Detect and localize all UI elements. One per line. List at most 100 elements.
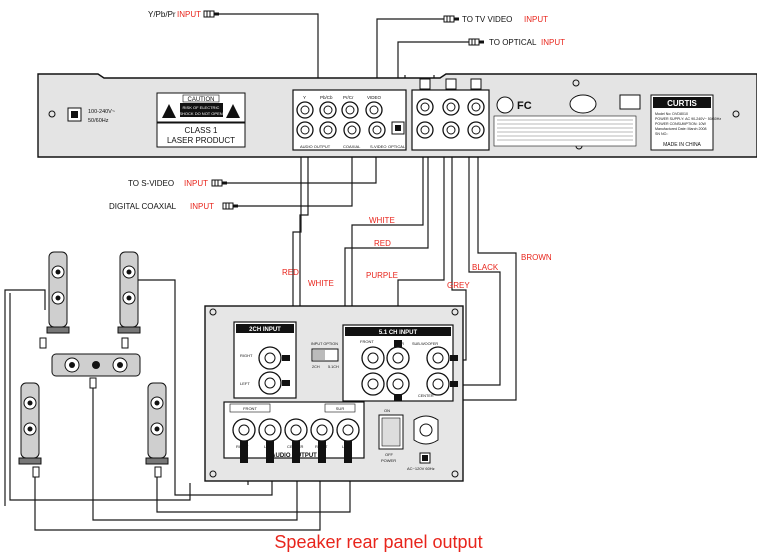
- speaker-wire-sl: [34, 470, 321, 531]
- five-one-center-jack: [426, 372, 450, 396]
- five-one-front-label: FRONT: [360, 339, 374, 344]
- input-option-label: INPUT OPTION: [311, 342, 338, 346]
- two-ch-right-jack: [258, 346, 282, 370]
- class-line-1: CLASS 1: [185, 126, 218, 135]
- off-label: OFF: [385, 452, 394, 457]
- on-label: ON: [384, 408, 390, 413]
- ypbpr-plug-icon: [203, 10, 220, 18]
- warning-triangle-icon: [162, 104, 176, 118]
- two-ch-left-jack: [258, 371, 282, 395]
- out-front-left-jack: [258, 418, 282, 442]
- svideo-input-label: TO S-VIDEO INPUT: [128, 179, 228, 188]
- wire-label-white-top: WHITE: [369, 216, 395, 225]
- wire-label-white-left: WHITE: [308, 279, 334, 288]
- screw-icon: [451, 470, 459, 478]
- screw-icon: [572, 79, 580, 87]
- fcc-logo-icon: FC: [517, 100, 532, 112]
- optical-label-input: INPUT: [541, 38, 565, 47]
- svideo-label: S-VIDEO: [370, 144, 386, 149]
- audio-out-right-jack: [296, 121, 314, 139]
- model-line-2: POWER SUPPLY: AC 90-240V~ 50/60Hz: [655, 117, 721, 121]
- two-ch-left-label: LEFT: [240, 381, 250, 386]
- front-left-speaker: [46, 251, 70, 334]
- speaker-wire-sr: [156, 470, 351, 513]
- diagram-caption: Speaker rear panel output: [274, 532, 483, 552]
- model-line-1: Model No: DVD8010: [655, 112, 688, 116]
- component-y-jack: [296, 101, 314, 119]
- audio-out-left-jack: [319, 121, 337, 139]
- wire-labels: RED WHITE WHITE RED PURPLE BLACK GREY BR…: [282, 216, 552, 290]
- white-51-cable: [351, 150, 424, 320]
- power-label: POWER: [381, 458, 396, 463]
- optical-label-prefix: TO OPTICAL: [489, 38, 537, 47]
- coax-input-label: DIGITAL COAXIAL INPUT: [109, 202, 239, 211]
- five-one-front-left-jack: [361, 372, 385, 396]
- made-in-label: MADE IN CHINA: [663, 142, 701, 148]
- laser-class-label: [156, 122, 246, 148]
- speaker-wire-fl2: [4, 289, 46, 506]
- speaker-rear-panel: 2CH INPUT RIGHT LEFT INPUT OPTION 2CH 5.…: [204, 305, 464, 482]
- jack-y-label: Y: [303, 95, 306, 100]
- fda-logo-icon: [619, 94, 641, 110]
- optical-label: OPTICAL: [388, 144, 406, 149]
- two-ch-right-label: RIGHT: [240, 353, 253, 358]
- power-text-1: 100-240V~: [88, 109, 115, 115]
- svideo-cable: [227, 155, 377, 184]
- surround-left-speaker: [18, 382, 42, 465]
- component-pr-jack: [341, 101, 359, 119]
- svideo-label-prefix: TO S-VIDEO: [128, 179, 174, 188]
- model-line-3: POWER CONSUMPTION: 10W: [655, 122, 707, 126]
- wire-label-red-mid: RED: [374, 239, 391, 248]
- coax-cable: [238, 155, 353, 207]
- dvd-51-jack: [416, 98, 434, 116]
- option-51ch-label: 5.1CH: [328, 365, 339, 369]
- black-51-cable: [450, 150, 501, 386]
- tv-video-label-input: INPUT: [524, 15, 548, 24]
- wire-label-purple: PURPLE: [366, 271, 398, 280]
- speaker-plugs: [32, 337, 162, 478]
- five-one-center-label: CENTER: [418, 394, 434, 398]
- tv-video-input-label: TO TV VIDEO INPUT: [443, 15, 548, 24]
- caution-line-1: RISK OF ELECTRIC: [183, 105, 220, 110]
- wire-label-brown: BROWN: [521, 253, 552, 262]
- etl-logo-icon: [569, 94, 597, 114]
- five-one-subwoofer-label: SUB-WOOFER: [412, 342, 438, 346]
- out-front-right-jack: [232, 418, 256, 442]
- component-pb-jack: [319, 101, 337, 119]
- dvd-51-jack: [442, 121, 460, 139]
- svideo-label-input: INPUT: [184, 179, 208, 188]
- speaker-wire-fl: [9, 293, 191, 501]
- screw-icon: [451, 308, 459, 316]
- dvd-51-jack: [442, 98, 460, 116]
- fuse-holder-icon: [413, 415, 439, 445]
- screw-icon: [209, 308, 217, 316]
- ypbpr-input-label: Y/Pb/Pr INPUT: [148, 10, 220, 19]
- brand-logo: CURTIS: [667, 99, 697, 108]
- wire-label-black: BLACK: [472, 263, 499, 272]
- screw-icon: [48, 110, 56, 118]
- coaxial-jack: [343, 121, 361, 139]
- center-speaker: [51, 353, 141, 377]
- ypbpr-label-prefix: Y/Pb/Pr: [148, 10, 176, 19]
- caution-line-2: SHOCK DO NOT OPEN: [179, 111, 222, 116]
- model-line-5: SN NO.:: [655, 132, 668, 136]
- screw-icon: [732, 110, 740, 118]
- tv-video-cable: [376, 18, 444, 90]
- wire-label-grey: GREY: [447, 281, 470, 290]
- model-line-4: Manufactured Date: March 2008: [655, 127, 707, 131]
- out-front-label: FRONT: [243, 406, 257, 411]
- svideo-jack: [368, 121, 386, 139]
- ypbpr-cable: [219, 13, 319, 90]
- video-jack: [365, 101, 383, 119]
- av-connector-block: [292, 89, 407, 151]
- five-one-subwoofer-jack: [426, 346, 450, 370]
- dvd-51-jack: [467, 121, 485, 139]
- class-line-2: LASER PRODUCT: [167, 136, 235, 145]
- five-one-title: 5.1 CH INPUT: [379, 330, 418, 336]
- dvd-51-jack: [416, 121, 434, 139]
- screw-icon: [209, 470, 217, 478]
- coax-label-input: INPUT: [190, 202, 214, 211]
- ypbpr-label-input: INPUT: [177, 10, 201, 19]
- five-one-sur-right-jack: [386, 346, 410, 370]
- surround-right-speaker: [145, 382, 169, 465]
